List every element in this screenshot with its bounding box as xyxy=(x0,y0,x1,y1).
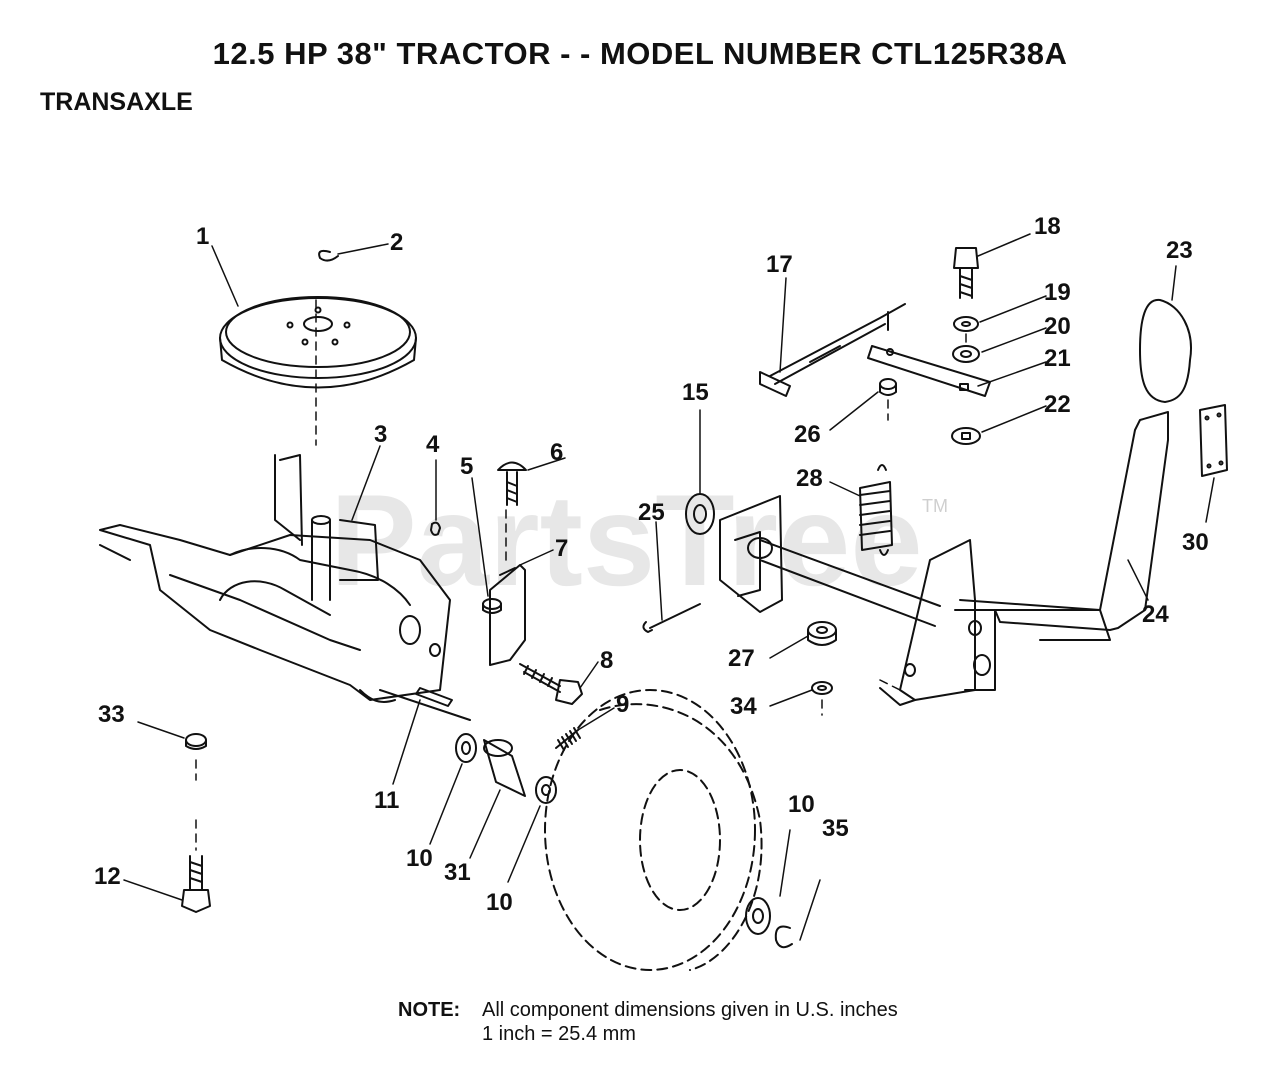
callout-10-c: 10 xyxy=(788,791,815,818)
flat-washer xyxy=(535,776,557,804)
control-rod xyxy=(759,303,906,397)
compression-spring xyxy=(555,727,581,751)
leader-lines xyxy=(123,233,1215,941)
watermark-tm: TM xyxy=(922,496,948,516)
callout-15: 15 xyxy=(682,379,709,406)
hex-bolt xyxy=(953,247,979,299)
hex-bolt xyxy=(519,663,583,705)
callout-12: 12 xyxy=(94,863,121,890)
callout-25: 25 xyxy=(638,499,665,526)
hex-nut xyxy=(879,378,897,396)
dimensions-note: NOTE: All component dimensions given in U… xyxy=(398,998,898,1046)
callout-30: 30 xyxy=(1182,529,1209,556)
callout-23: 23 xyxy=(1166,237,1193,264)
hex-nut xyxy=(185,733,207,750)
callout-labels: 1 2 3 4 5 6 7 8 9 10 10 10 35 11 12 15 1… xyxy=(94,213,1209,916)
page-title: 12.5 HP 38" TRACTOR - - MODEL NUMBER CTL… xyxy=(212,36,1068,71)
e-clip xyxy=(774,925,793,949)
extension-spring xyxy=(859,464,893,556)
callout-24: 24 xyxy=(1142,601,1169,628)
flat-washer xyxy=(745,897,771,935)
note-line-2: 1 inch = 25.4 mm xyxy=(482,1023,636,1045)
transaxle-assembly xyxy=(99,454,471,721)
callout-7: 7 xyxy=(555,535,568,562)
callout-33: 33 xyxy=(98,701,125,728)
hex-nut xyxy=(482,598,502,614)
callout-28: 28 xyxy=(796,465,823,492)
callout-3: 3 xyxy=(374,421,387,448)
hex-nut xyxy=(807,621,837,646)
callout-34: 34 xyxy=(730,693,757,720)
rear-tire xyxy=(544,689,763,971)
callout-19: 19 xyxy=(1044,279,1071,306)
watermark: PartsTree xyxy=(330,467,923,613)
callout-10-a: 10 xyxy=(406,845,433,872)
callout-1: 1 xyxy=(196,223,209,250)
callout-5: 5 xyxy=(460,453,473,480)
woodruff-key xyxy=(430,521,441,536)
alignment-lines xyxy=(195,299,967,851)
decal-plate xyxy=(1199,404,1228,477)
callout-17: 17 xyxy=(766,251,793,278)
callout-22: 22 xyxy=(1044,391,1071,418)
callout-26: 26 xyxy=(794,421,821,448)
carriage-bolt xyxy=(497,461,527,506)
callout-35: 35 xyxy=(822,815,849,842)
section-title: TRANSAXLE xyxy=(40,88,193,116)
axle-key xyxy=(415,687,453,707)
lock-washer xyxy=(811,681,833,695)
callout-4: 4 xyxy=(426,431,440,458)
cross-shaft xyxy=(719,495,1111,706)
link-plate xyxy=(867,311,991,397)
callout-9: 9 xyxy=(616,691,629,718)
lever-knob xyxy=(1139,298,1192,403)
note-line-1: All component dimensions given in U.S. i… xyxy=(482,999,898,1021)
shift-lever xyxy=(994,411,1169,631)
retaining-clip xyxy=(318,249,339,262)
callout-20: 20 xyxy=(1044,313,1071,340)
washer xyxy=(952,345,980,363)
callout-11: 11 xyxy=(374,787,399,814)
washer xyxy=(951,427,981,445)
hex-bolt xyxy=(181,855,211,913)
cotter-pin xyxy=(642,603,701,633)
flat-washer xyxy=(455,733,477,763)
callout-2: 2 xyxy=(390,229,403,256)
callout-27: 27 xyxy=(728,645,755,672)
callout-21: 21 xyxy=(1044,345,1071,372)
callout-6: 6 xyxy=(550,439,563,466)
spacer-tube xyxy=(483,739,526,797)
washer xyxy=(953,316,979,332)
callout-18: 18 xyxy=(1034,213,1061,240)
callout-10-b: 10 xyxy=(486,889,513,916)
note-label: NOTE: xyxy=(398,999,461,1021)
callout-8: 8 xyxy=(600,647,613,674)
callout-31: 31 xyxy=(444,859,471,886)
pulley xyxy=(219,296,417,389)
